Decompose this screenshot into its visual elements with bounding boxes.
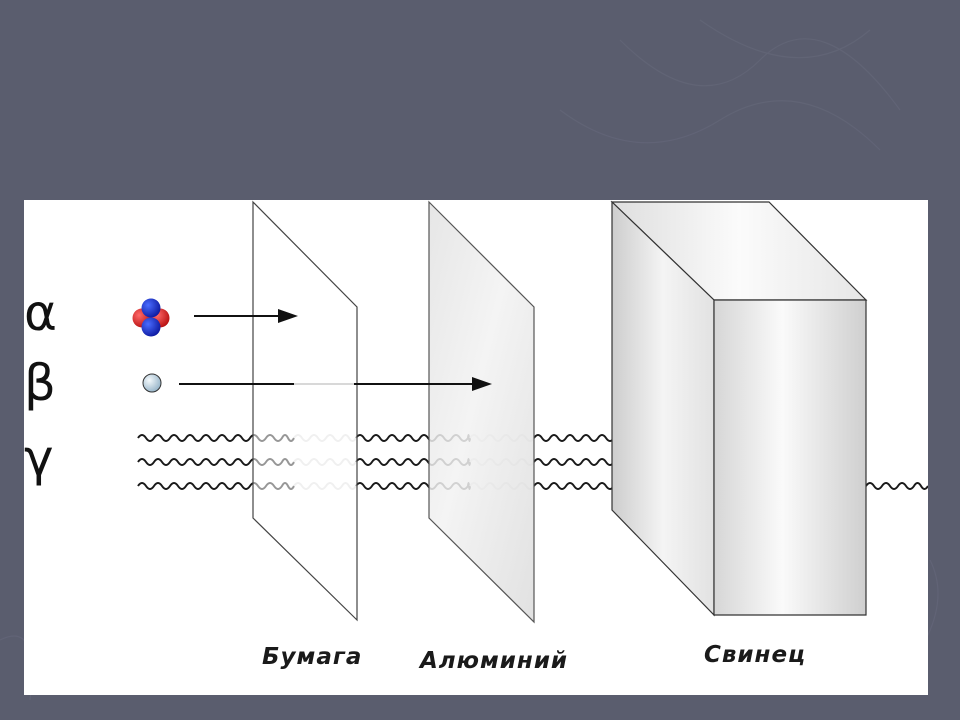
paper-sheet <box>252 200 358 622</box>
beta-label: β <box>24 354 56 412</box>
alpha-arrow <box>194 309 298 323</box>
penetration-diagram: α β γ <box>24 200 928 674</box>
diagram-panel: α β γ <box>24 200 928 695</box>
paper-label: Бумага <box>262 644 362 670</box>
gamma-label: γ <box>24 429 54 487</box>
aluminium-label: Алюминий <box>418 648 568 674</box>
alpha-particle <box>132 298 170 337</box>
beta-particle <box>142 373 162 393</box>
gamma-wave-3-exit <box>865 482 928 490</box>
lead-label: Свинец <box>704 642 806 668</box>
lead-block <box>610 200 868 617</box>
aluminium-sheet <box>428 200 535 624</box>
beta-arrow <box>179 377 492 391</box>
alpha-label: α <box>24 284 57 342</box>
